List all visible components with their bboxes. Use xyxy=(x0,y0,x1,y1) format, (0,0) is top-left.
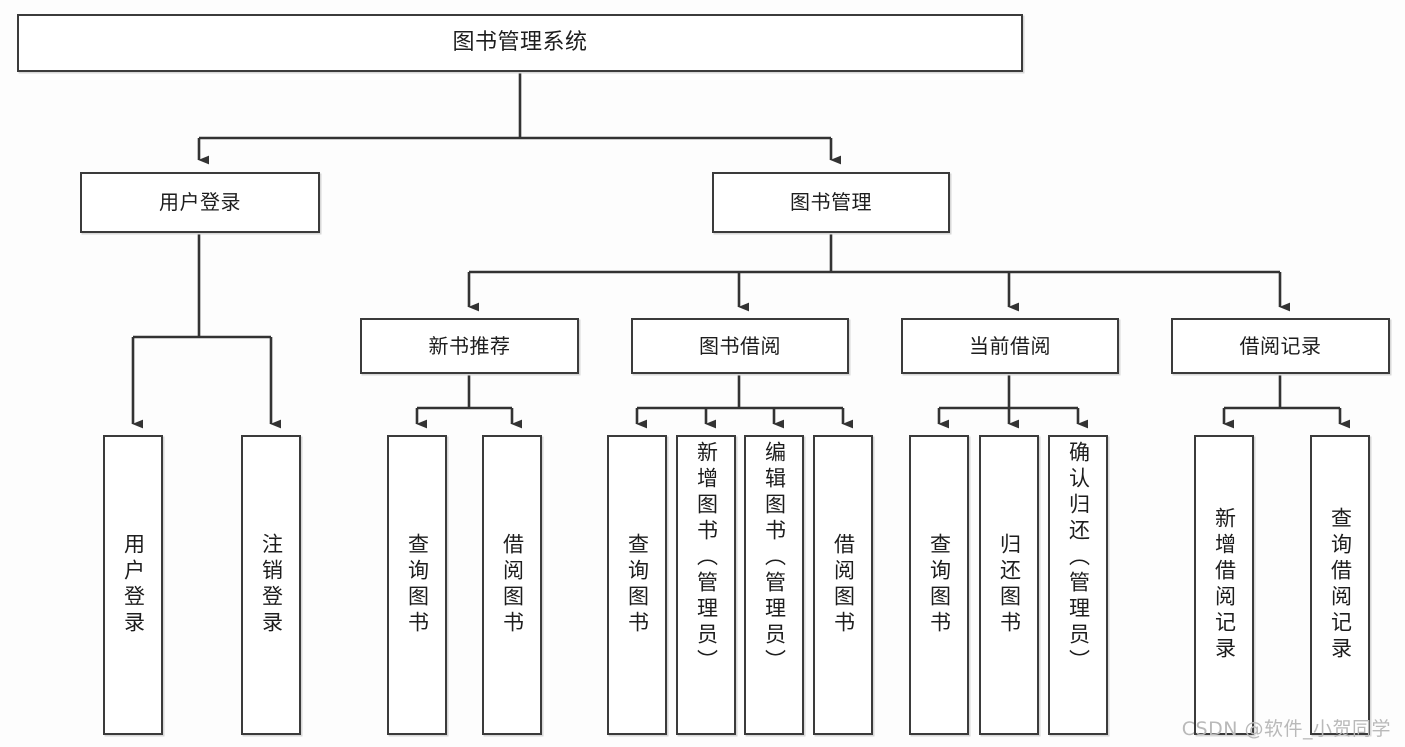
node-leaf-logout-login[interactable]: 注销登录 xyxy=(241,435,301,735)
node-leaf-logout-login-label: 注销登录 xyxy=(259,533,284,637)
node-leaf-return-book-label: 归还图书 xyxy=(997,533,1022,637)
watermark-text: CSDN @软件_小贺同学 xyxy=(1181,718,1391,740)
node-leaf-borrow-book-1-label: 借阅图书 xyxy=(500,533,525,637)
node-leaf-edit-book-label: 编辑图书（管理员） xyxy=(762,441,787,675)
node-leaf-add-record[interactable]: 新增借阅记录 xyxy=(1194,435,1254,735)
node-leaf-borrow-book-2[interactable]: 借阅图书 xyxy=(813,435,873,735)
node-root-system[interactable]: 图书管理系统 xyxy=(17,14,1023,72)
node-leaf-add-record-label: 新增借阅记录 xyxy=(1212,507,1237,663)
node-leaf-add-book-label: 新增图书（管理员） xyxy=(694,441,719,675)
node-book-manage[interactable]: 图书管理 xyxy=(712,172,950,233)
node-book-borrow-label: 图书借阅 xyxy=(699,333,781,358)
node-leaf-query-book-3-label: 查询图书 xyxy=(927,533,952,637)
node-leaf-query-book-1-label: 查询图书 xyxy=(405,533,430,637)
node-book-manage-label: 图书管理 xyxy=(790,190,872,215)
node-borrow-record[interactable]: 借阅记录 xyxy=(1171,318,1390,374)
node-current-borrow[interactable]: 当前借阅 xyxy=(901,318,1119,374)
node-leaf-edit-book[interactable]: 编辑图书（管理员） xyxy=(744,435,804,735)
node-leaf-add-book[interactable]: 新增图书（管理员） xyxy=(676,435,736,735)
node-leaf-return-book[interactable]: 归还图书 xyxy=(979,435,1039,735)
node-leaf-user-login[interactable]: 用户登录 xyxy=(103,435,163,735)
node-user-login-label: 用户登录 xyxy=(159,190,241,215)
node-leaf-confirm-return[interactable]: 确认归还（管理员） xyxy=(1048,435,1108,735)
node-new-book-recommend-label: 新书推荐 xyxy=(428,333,511,358)
node-leaf-user-login-label: 用户登录 xyxy=(121,533,146,637)
node-root-system-label: 图书管理系统 xyxy=(452,30,588,56)
node-leaf-query-record[interactable]: 查询借阅记录 xyxy=(1310,435,1370,735)
node-leaf-query-book-3[interactable]: 查询图书 xyxy=(909,435,969,735)
node-user-login[interactable]: 用户登录 xyxy=(80,172,320,233)
node-leaf-borrow-book-1[interactable]: 借阅图书 xyxy=(482,435,542,735)
node-new-book-recommend[interactable]: 新书推荐 xyxy=(360,318,579,374)
node-leaf-query-book-2-label: 查询图书 xyxy=(625,533,650,637)
node-leaf-query-record-label: 查询借阅记录 xyxy=(1328,507,1353,663)
node-borrow-record-label: 借阅记录 xyxy=(1239,333,1322,358)
node-leaf-query-book-2[interactable]: 查询图书 xyxy=(607,435,667,735)
node-leaf-confirm-return-label: 确认归还（管理员） xyxy=(1066,441,1091,675)
node-current-borrow-label: 当前借阅 xyxy=(969,333,1051,358)
node-leaf-borrow-book-2-label: 借阅图书 xyxy=(831,533,856,637)
node-leaf-query-book-1[interactable]: 查询图书 xyxy=(387,435,447,735)
node-book-borrow[interactable]: 图书借阅 xyxy=(631,318,849,374)
